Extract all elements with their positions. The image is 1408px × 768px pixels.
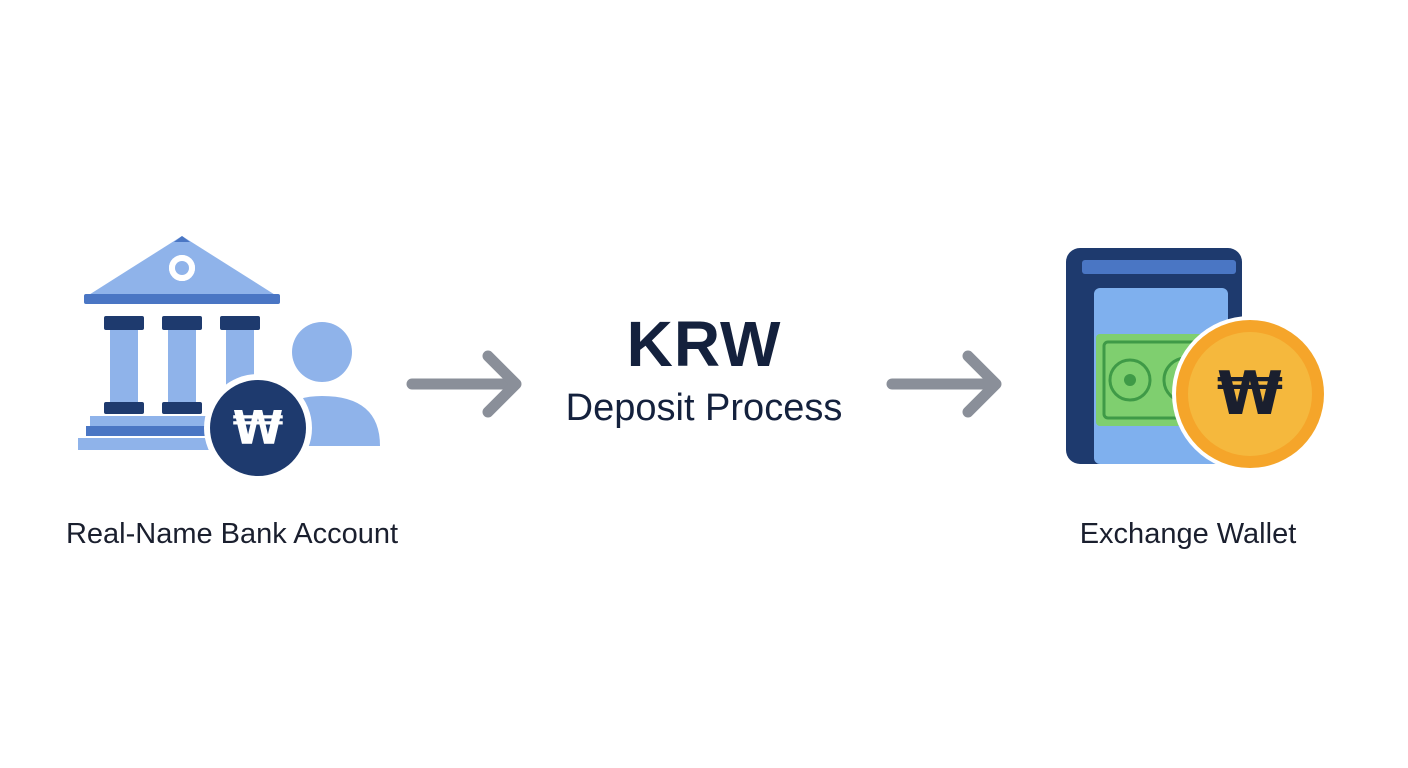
diagram-subtitle: Deposit Process [565, 387, 843, 429]
arrow-right-icon [402, 346, 532, 422]
won-coin-symbol: ₩ [1216, 359, 1284, 429]
won-badge-symbol: ₩ [232, 401, 284, 455]
source-label: Real-Name Bank Account [65, 518, 399, 550]
destination-label: Exchange Wallet [1079, 518, 1297, 550]
wallet-with-coin-icon: ₩ [1056, 240, 1336, 480]
bank-with-user-icon: ₩ [70, 228, 390, 490]
diagram-title: KRW [626, 308, 782, 380]
arrow-right-icon [882, 346, 1012, 422]
